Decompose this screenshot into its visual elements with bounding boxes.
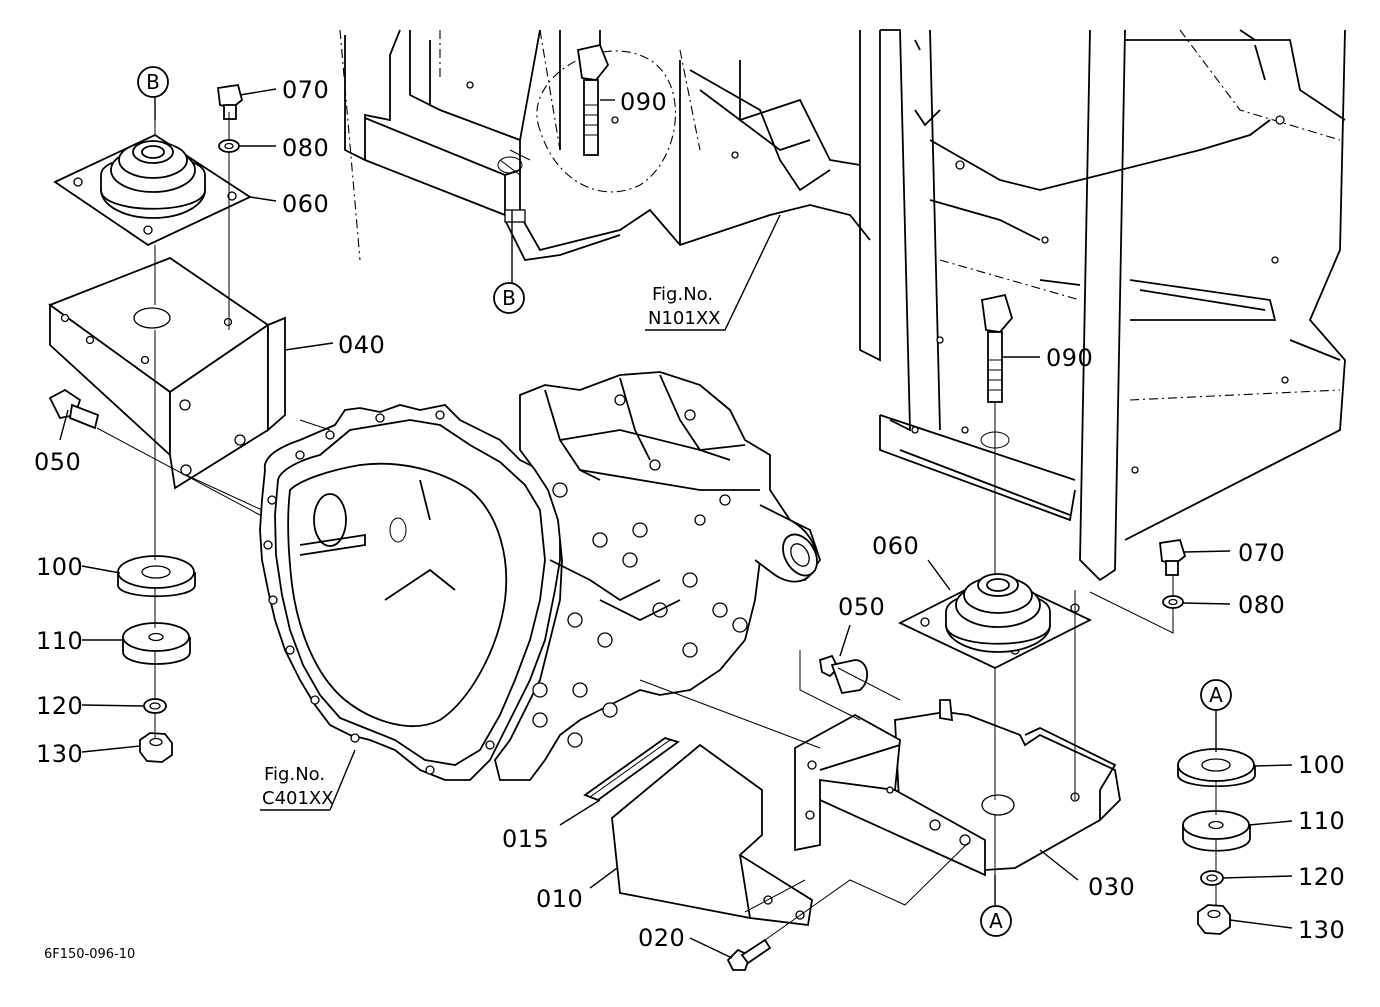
washer-120-right xyxy=(1200,870,1224,886)
label-090-right: 090 xyxy=(1046,344,1093,372)
label-070-right: 070 xyxy=(1238,539,1285,567)
label-110-left: 110 xyxy=(36,627,83,655)
label-120-left: 120 xyxy=(36,692,83,720)
diagram-code: 6F150-096-10 xyxy=(44,947,135,962)
bolt-050-left xyxy=(48,388,100,430)
marker-b-top-label: B xyxy=(146,70,160,94)
mount-060-right xyxy=(897,573,1093,670)
label-030: 030 xyxy=(1088,873,1135,901)
bracket-030 xyxy=(794,699,1121,877)
fig-ref-n101-line1: Fig.No. xyxy=(652,284,713,305)
bolt-090-top xyxy=(576,43,610,156)
washer-110-left xyxy=(122,622,191,665)
label-080-right: 080 xyxy=(1238,591,1285,619)
label-050-left: 050 xyxy=(34,448,81,476)
fig-ref-n101: Fig.No. N101XX xyxy=(648,284,720,329)
marker-a-bottom-label: A xyxy=(989,909,1003,933)
fig-ref-c401-line2: C401XX xyxy=(262,788,334,809)
label-050-right: 050 xyxy=(838,593,885,621)
label-040: 040 xyxy=(338,331,385,359)
bolt-050-right xyxy=(818,654,869,695)
part-labels: 070 080 060 040 050 100 110 120 130 090 … xyxy=(34,76,1345,952)
label-120-right: 120 xyxy=(1298,863,1345,891)
label-130-right: 130 xyxy=(1298,916,1345,944)
nut-130-right xyxy=(1197,904,1231,935)
label-010: 010 xyxy=(536,885,583,913)
cover-010 xyxy=(611,743,813,926)
key-015 xyxy=(583,737,680,802)
label-060-right: 060 xyxy=(872,532,919,560)
marker-b-bottom-label: B xyxy=(502,286,516,310)
label-110-right: 110 xyxy=(1298,807,1345,835)
marker-b-top: B xyxy=(137,66,169,98)
label-100-left: 100 xyxy=(36,553,83,581)
marker-b-bottom: B xyxy=(493,282,525,314)
washer-080-left xyxy=(218,139,240,153)
frame-top-right xyxy=(859,29,1346,582)
fig-ref-c401: Fig.No. C401XX xyxy=(262,764,334,809)
washer-080-right xyxy=(1162,595,1184,609)
label-080-left: 080 xyxy=(282,134,329,162)
transmission-housing xyxy=(259,371,822,781)
marker-a-bottom: A xyxy=(980,905,1012,937)
washer-100-right xyxy=(1177,748,1256,788)
label-090-top: 090 xyxy=(620,88,667,116)
leader-lines xyxy=(59,88,1293,959)
marker-a-right-label: A xyxy=(1209,683,1223,707)
fig-ref-n101-line2: N101XX xyxy=(648,308,720,329)
label-020: 020 xyxy=(638,924,685,952)
label-100-right: 100 xyxy=(1298,751,1345,779)
bolt-090-right xyxy=(980,293,1014,403)
nut-130-left xyxy=(139,732,173,763)
bolt-070-left xyxy=(217,83,244,120)
label-070-left: 070 xyxy=(282,76,329,104)
bolt-070-right xyxy=(1159,538,1187,576)
bolt-020 xyxy=(726,938,772,971)
label-015: 015 xyxy=(502,825,549,853)
bracket-040 xyxy=(48,256,286,490)
label-130-left: 130 xyxy=(36,740,83,768)
fig-ref-c401-line1: Fig.No. xyxy=(264,764,325,785)
washer-120-left xyxy=(143,698,167,714)
washer-100-left xyxy=(117,555,196,598)
marker-a-right: A xyxy=(1200,679,1232,711)
label-060-left: 060 xyxy=(282,190,329,218)
mount-060-left xyxy=(53,133,252,247)
